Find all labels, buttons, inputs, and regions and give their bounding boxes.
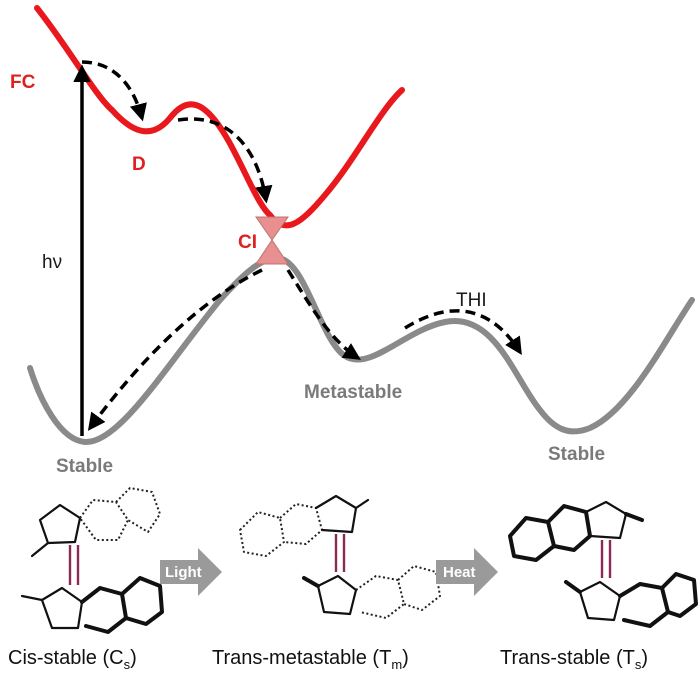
trans-stable-caption: Trans-stable (Ts) [500, 647, 648, 672]
hv-label: hν [42, 252, 62, 273]
decay-arrow-ci-to-metastable [286, 269, 361, 360]
decay-arrow-ci-to-stable [87, 268, 263, 431]
fc-label: FC [10, 72, 36, 93]
ground-state-curve [27, 254, 695, 446]
trans-metastable-caption: Trans-metastable (Tm) [212, 647, 409, 672]
metastable-label: Metastable [304, 382, 402, 403]
trans-stable-structure [508, 500, 698, 628]
thermal-helix-inversion-arrow [404, 309, 522, 355]
trans-metastable-structure [239, 494, 441, 619]
light-step-label: Light [165, 564, 202, 581]
heat-step-label: Heat [443, 564, 476, 581]
excited-state-curve [34, 5, 405, 229]
d-label: D [132, 154, 146, 175]
ci-label: CI [238, 232, 257, 253]
light-step: Light [160, 548, 222, 596]
conical-intersection-marker [255, 216, 289, 265]
stable-right-label: Stable [548, 444, 605, 465]
relaxation-arrow-fc-to-d [81, 60, 147, 122]
stable-left-label: Stable [56, 456, 113, 477]
thi-label: THI [456, 290, 487, 311]
relaxation-arrow-d-to-ci [177, 117, 273, 204]
cis-stable-caption: Cis-stable (Cs) [8, 647, 137, 672]
cis-stable-structure [20, 487, 164, 634]
heat-step: Heat [436, 548, 498, 596]
